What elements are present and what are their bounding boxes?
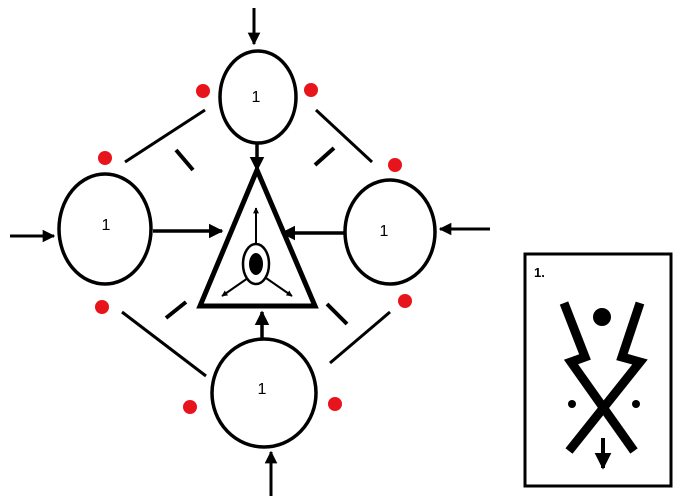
red-dot (183, 400, 197, 414)
node-left-circle (57, 172, 153, 286)
dash-bottom-left (164, 300, 188, 320)
red-dot (95, 300, 109, 314)
node-bottom-circle (210, 337, 318, 449)
triangle-shape (196, 163, 319, 309)
symbol-right-bolt (565, 301, 648, 454)
inner-arrow-down-left (221, 277, 249, 297)
legend-frame (523, 252, 673, 488)
red-dot (398, 294, 412, 308)
node-left-label: 1 (102, 217, 111, 234)
central-triangle (196, 163, 319, 309)
red-dot (98, 151, 112, 165)
node-right-circle (343, 178, 437, 286)
dash-bottom-right (325, 302, 349, 326)
dash-top-left (174, 148, 195, 172)
legend-box: 1. (523, 252, 673, 488)
crossed-lightning-icon (559, 301, 648, 470)
triangle-inner-arrows (221, 207, 293, 297)
node-left: 1 (57, 172, 153, 286)
connector-lines (121, 108, 391, 378)
node-top: 1 (218, 49, 298, 145)
connector-top-left (124, 108, 206, 164)
inner-arrow-down-right (265, 277, 293, 297)
connector-bottom-right (329, 310, 391, 365)
connector-bottom-left (121, 310, 207, 378)
red-dot (388, 158, 402, 172)
red-dots (95, 83, 412, 414)
node-right: 1 (343, 178, 437, 286)
symbol-right-dot (632, 400, 640, 408)
node-bottom-label: 1 (258, 381, 267, 398)
node-right-label: 1 (380, 223, 389, 240)
eye-pupil (249, 253, 263, 275)
legend-number: 1. (534, 265, 545, 280)
connector-top-right (314, 108, 374, 164)
dash-segments (164, 146, 349, 326)
feed-arrows (153, 142, 345, 344)
node-top-circle (218, 49, 298, 145)
symbol-left-dot (568, 400, 576, 408)
input-arrows (10, 8, 490, 496)
red-dot (196, 84, 210, 98)
dash-top-right (313, 146, 336, 167)
symbol-top-dot (593, 308, 611, 326)
node-bottom: 1 (210, 337, 318, 449)
circle-nodes: 1 1 1 1 (57, 49, 437, 449)
red-dot (328, 397, 342, 411)
red-dot (304, 83, 318, 97)
node-top-label: 1 (252, 89, 261, 106)
